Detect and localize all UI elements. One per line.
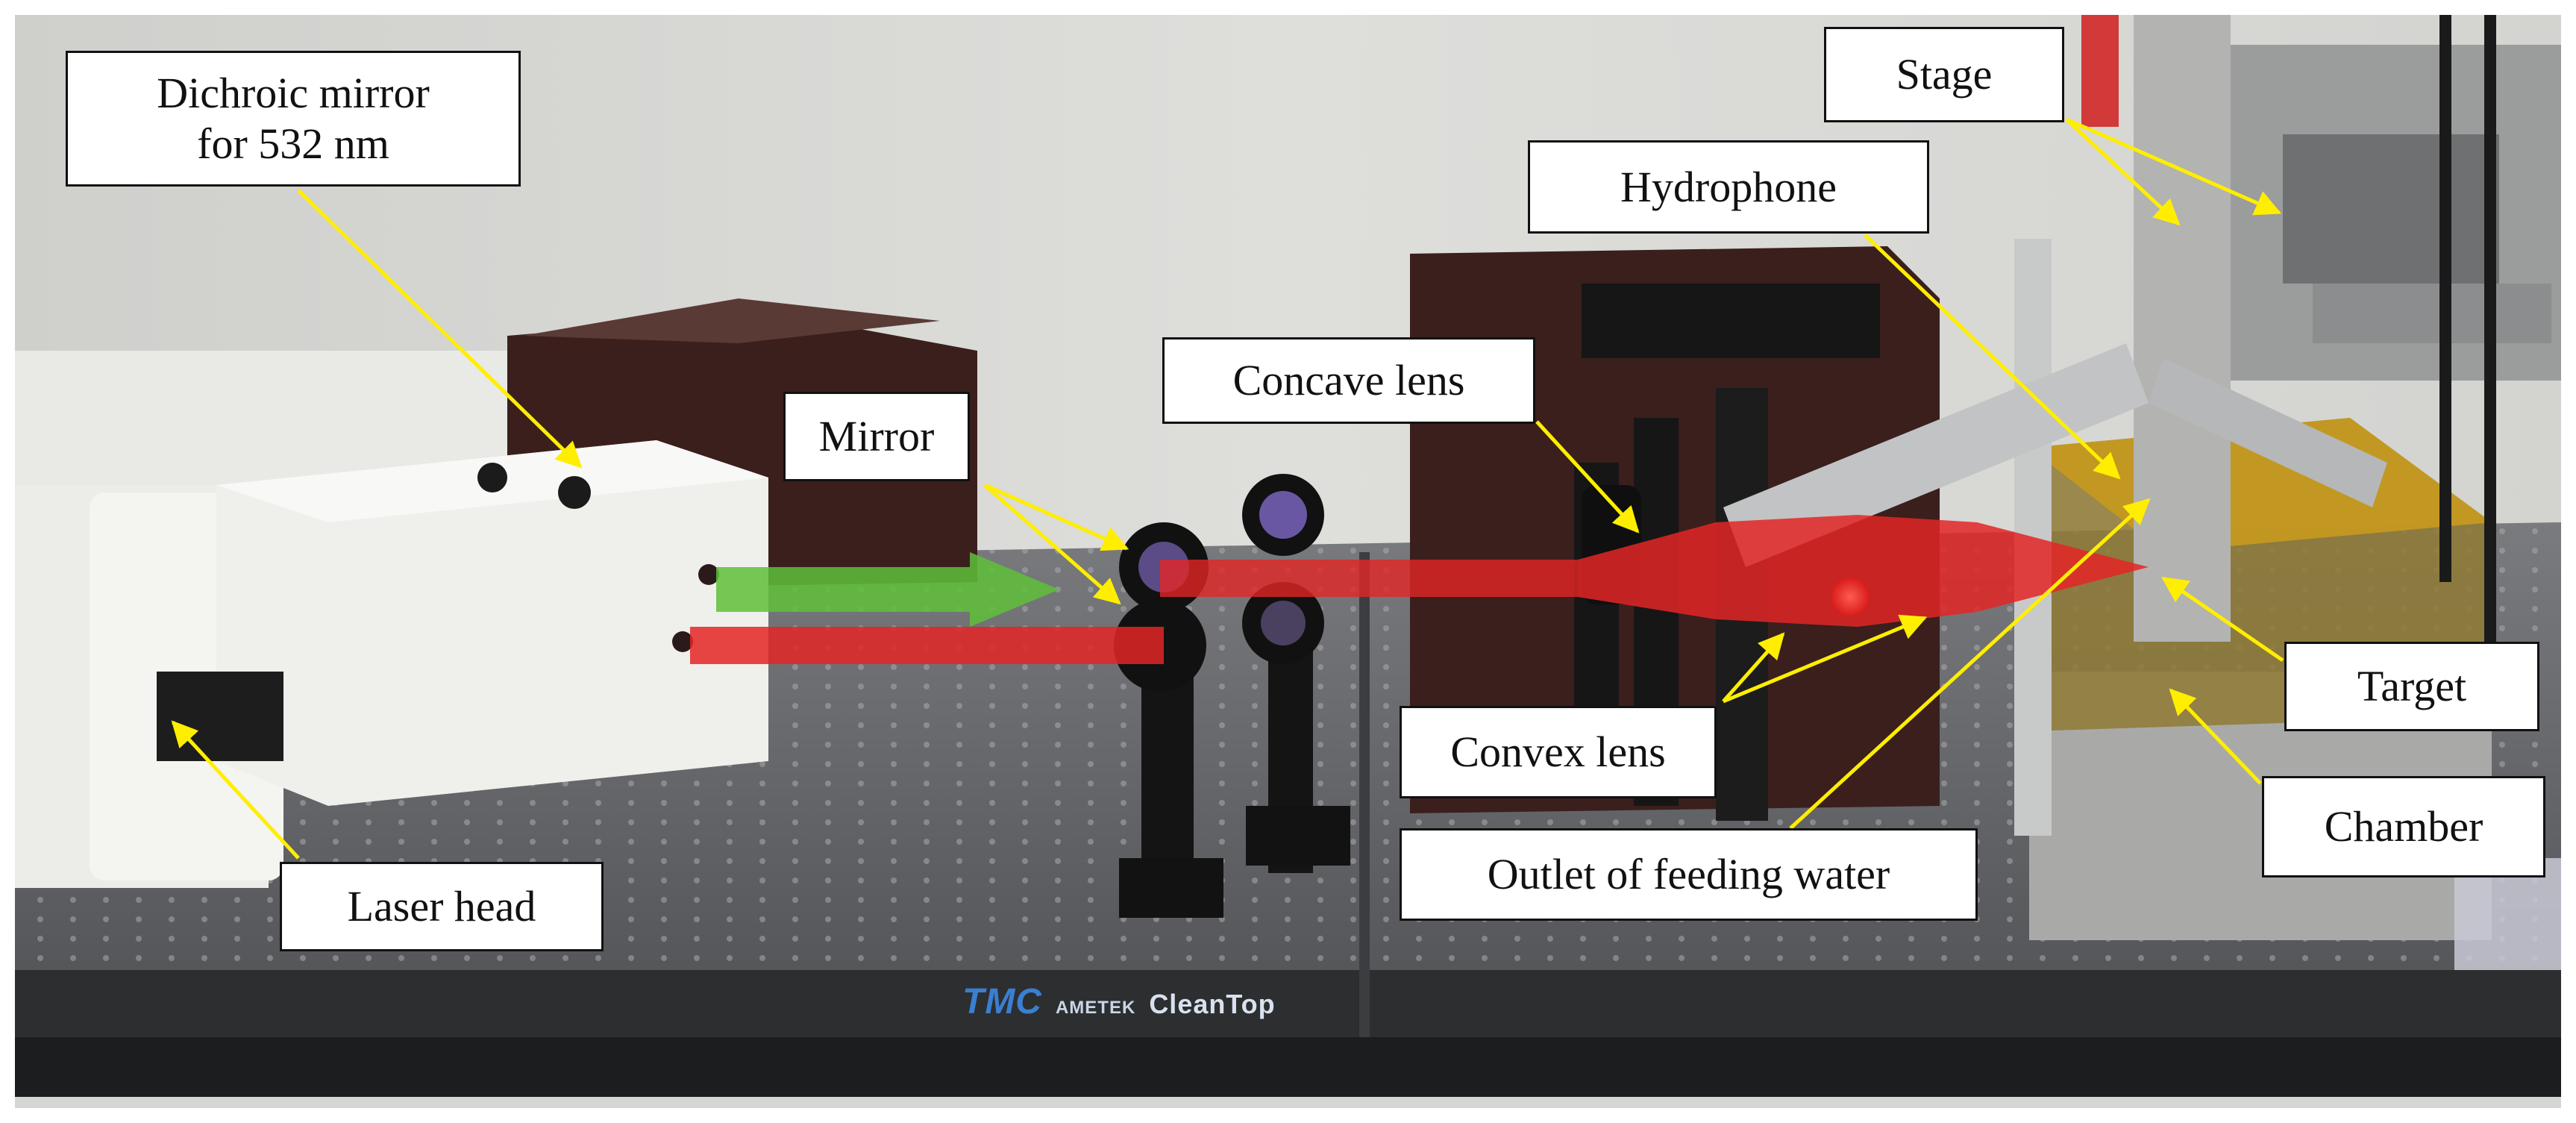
- red-clamp: [2081, 15, 2119, 127]
- label-stage: Stage: [1824, 27, 2064, 122]
- label-dichroic-line2: for 532 nm: [197, 119, 389, 168]
- hydrophone-arm: [1723, 343, 2149, 567]
- table-front-edge: [15, 970, 2561, 1037]
- arrow-outlet: [1789, 498, 2151, 830]
- hydrophone-arm-2: [2149, 358, 2387, 507]
- beam-focus: [1831, 578, 1870, 616]
- laser-head-box: [216, 440, 768, 806]
- knob-2: [558, 476, 591, 509]
- knob-1: [477, 463, 507, 492]
- stage-block: [2283, 134, 2499, 284]
- cable-1: [2439, 15, 2451, 582]
- table-seam: [1359, 552, 1370, 1037]
- arrow-target: [2161, 576, 2284, 663]
- laser-aperture-1: [672, 631, 693, 652]
- label-mirror: Mirror: [783, 392, 970, 481]
- mirror-base-1: [1119, 858, 1223, 918]
- arrow-concave: [1535, 420, 1640, 534]
- brand-company: AMETEK: [1055, 998, 1136, 1018]
- mirror-base-2: [1246, 806, 1350, 866]
- arrow-stage-1: [2065, 118, 2181, 226]
- label-chamber: Chamber: [2262, 776, 2545, 878]
- red-beam-upper: [1160, 560, 1578, 597]
- mirror-ring-3-glass: [1259, 491, 1307, 539]
- table-bottom-rail: [15, 1037, 2561, 1097]
- table-brand: TMC AMETEK CleanTop: [962, 981, 1276, 1022]
- label-hydrophone: Hydrophone: [1528, 140, 1929, 234]
- laser-aperture-2: [698, 564, 719, 585]
- label-target: Target: [2284, 642, 2539, 731]
- arrow-convex-1: [1722, 632, 1785, 703]
- arrow-convex-2: [1723, 614, 1928, 704]
- label-concave-lens: Concave lens: [1162, 337, 1535, 424]
- arrow-mirror-1: [983, 483, 1129, 551]
- mirror-ring-4-glass: [1261, 601, 1306, 645]
- label-convex-lens: Convex lens: [1400, 706, 1717, 798]
- arrow-mirror-2: [983, 484, 1121, 605]
- red-beam-expanded: [1578, 515, 2149, 627]
- label-outlet: Outlet of feeding water: [1400, 828, 1978, 921]
- red-beam-low: [690, 627, 1164, 664]
- floor: [15, 1097, 2561, 1108]
- label-dichroic-mirror: Dichroic mirror for 532 nm: [66, 51, 521, 187]
- tinted-box-left-top: [522, 298, 940, 343]
- arrow-stage-2: [2065, 117, 2282, 216]
- stage-rail: [2313, 284, 2551, 343]
- arrow-hydrophone: [1864, 234, 2121, 480]
- laser-head-base: [157, 672, 283, 761]
- annotation-arrows: [171, 117, 2284, 860]
- label-laser-head: Laser head: [280, 862, 604, 951]
- cable-2: [2484, 15, 2496, 686]
- green-beam: [716, 552, 1059, 627]
- brand-logo: TMC: [962, 982, 1042, 1022]
- label-dichroic-line1: Dichroic mirror: [157, 69, 430, 117]
- arrow-chamber: [2169, 688, 2262, 785]
- brand-product: CleanTop: [1149, 989, 1276, 1019]
- stage-post: [2134, 15, 2231, 642]
- arrow-laser-head: [171, 720, 300, 860]
- arrow-dichroic: [297, 189, 583, 469]
- right-box-top-block: [1582, 284, 1880, 358]
